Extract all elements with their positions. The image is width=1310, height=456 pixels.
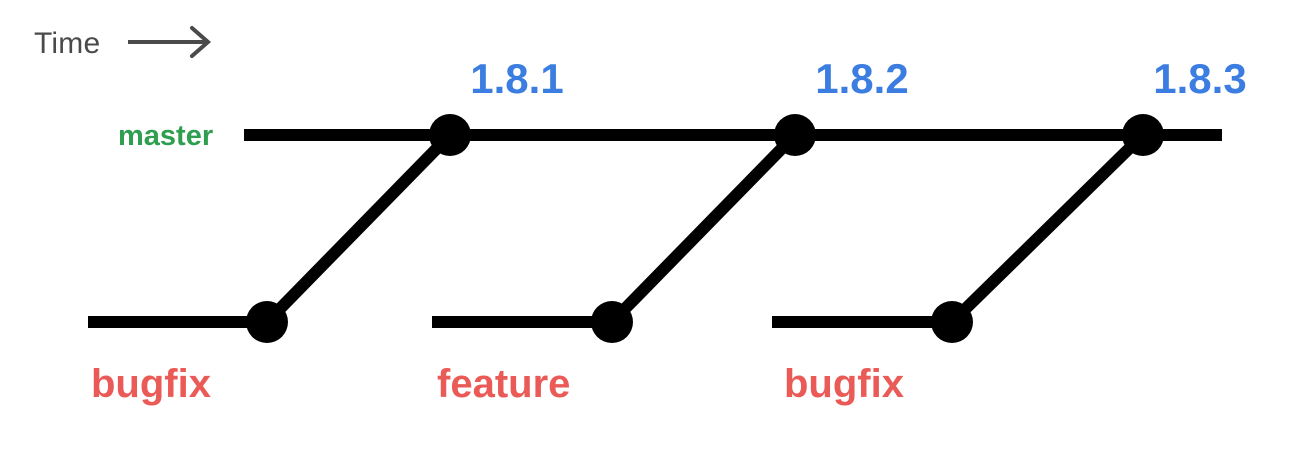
- merge-line: [262, 130, 455, 327]
- branch-label: bugfix: [91, 362, 211, 406]
- feature-branches-layer: bugfix feature bugfix: [88, 130, 1148, 406]
- time-axis-group: Time: [34, 26, 212, 60]
- version-tag-label: 1.8.1: [470, 55, 563, 102]
- master-branch-label: master: [118, 120, 213, 152]
- master-branch-group: master: [118, 120, 1222, 152]
- branch-group: bugfix: [772, 130, 1148, 406]
- merge-line: [607, 130, 800, 327]
- version-tag-label: 1.8.3: [1153, 55, 1246, 102]
- branch-commit-node[interactable]: [246, 301, 288, 343]
- merge-line: [947, 130, 1148, 327]
- branch-group: bugfix: [88, 130, 455, 406]
- branch-commit-node[interactable]: [931, 301, 973, 343]
- branch-group: feature: [432, 130, 800, 406]
- branch-label: feature: [437, 362, 570, 406]
- branch-commit-node[interactable]: [591, 301, 633, 343]
- version-tag-label: 1.8.2: [815, 55, 908, 102]
- branch-label: bugfix: [784, 362, 904, 406]
- version-tags-layer: 1.8.1 1.8.2 1.8.3: [470, 55, 1246, 102]
- master-commit-node[interactable]: [1122, 114, 1164, 156]
- master-commit-node[interactable]: [429, 114, 471, 156]
- master-commit-nodes-layer: [429, 114, 1164, 156]
- time-axis-label: Time: [34, 27, 100, 60]
- right-arrow-icon: [128, 26, 212, 58]
- master-commit-node[interactable]: [774, 114, 816, 156]
